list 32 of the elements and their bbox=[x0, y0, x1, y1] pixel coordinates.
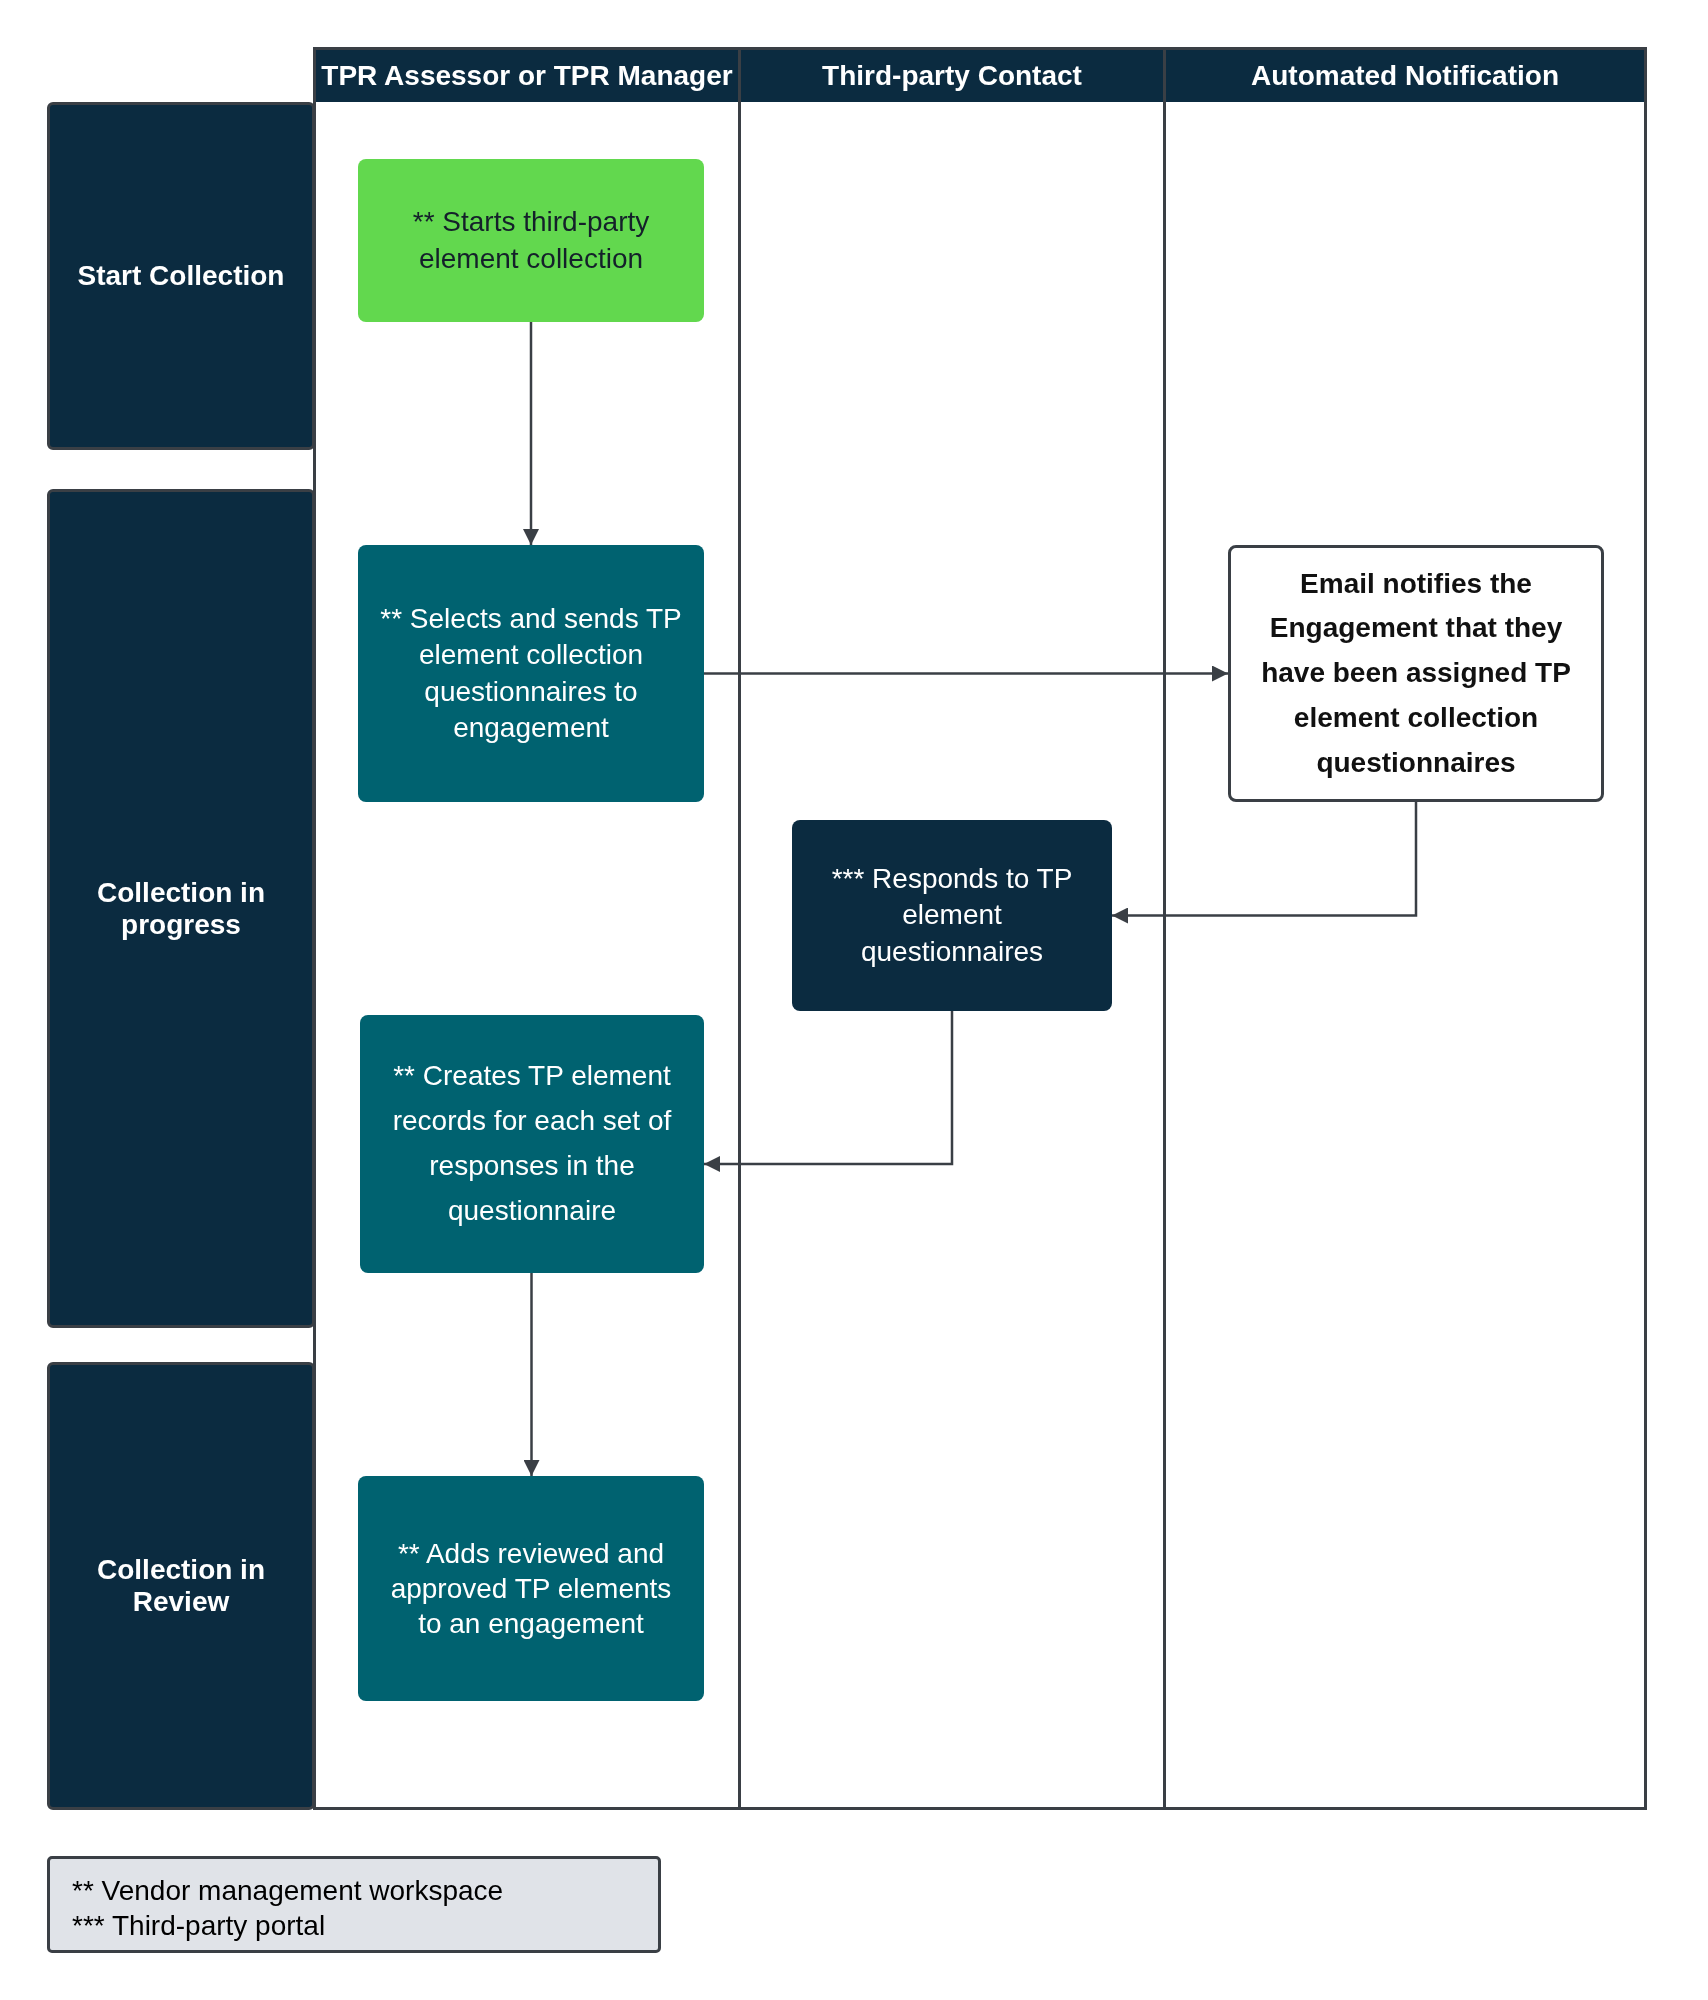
phase-label: Collection in Review bbox=[96, 1554, 266, 1618]
arrow bbox=[704, 1011, 954, 1172]
process-text: *** Responds to TP element questionnaires bbox=[830, 861, 1074, 969]
lane-header: TPR Assessor or TPR Manager bbox=[316, 50, 738, 102]
notification-box bbox=[1228, 545, 1604, 802]
lane-header: Automated Notification bbox=[1166, 50, 1644, 102]
arrow bbox=[1112, 802, 1418, 924]
phase-label: Collection in progress bbox=[96, 876, 266, 941]
process-box bbox=[358, 545, 704, 802]
lane-header: Third-party Contact bbox=[741, 50, 1163, 102]
process-box bbox=[358, 1476, 704, 1701]
swimlane bbox=[1163, 47, 1647, 1810]
process-text: ** Starts third-party element collection bbox=[411, 205, 651, 276]
process-box bbox=[360, 1015, 704, 1273]
process-text: ** Adds reviewed and approved TP elements to an engagement bbox=[389, 1537, 673, 1641]
note-box bbox=[47, 1856, 661, 1953]
arrow bbox=[704, 665, 1228, 682]
start-process-box bbox=[358, 159, 704, 322]
arrow bbox=[523, 322, 539, 545]
swimlane bbox=[738, 47, 1166, 1810]
process-box bbox=[792, 820, 1112, 1011]
process-text: Email notifies the Engagement that they have been assigned TP element collection questionnaires bbox=[1260, 566, 1572, 780]
note-text: *** Third-party portal bbox=[72, 1909, 327, 1943]
phase-box bbox=[47, 489, 315, 1328]
phase-label: Start Collection bbox=[77, 260, 285, 292]
phase-box bbox=[47, 102, 315, 450]
process-text: ** Creates TP element records for each set of responses in the questionnaire bbox=[391, 1059, 673, 1228]
arrow bbox=[523, 1273, 540, 1476]
swimlane bbox=[313, 47, 741, 1810]
phase-box bbox=[47, 1362, 315, 1810]
process-text: ** Selects and sends TP element collection questionnaires to engagement bbox=[379, 601, 683, 745]
note-text: ** Vendor management workspace bbox=[72, 1874, 505, 1908]
